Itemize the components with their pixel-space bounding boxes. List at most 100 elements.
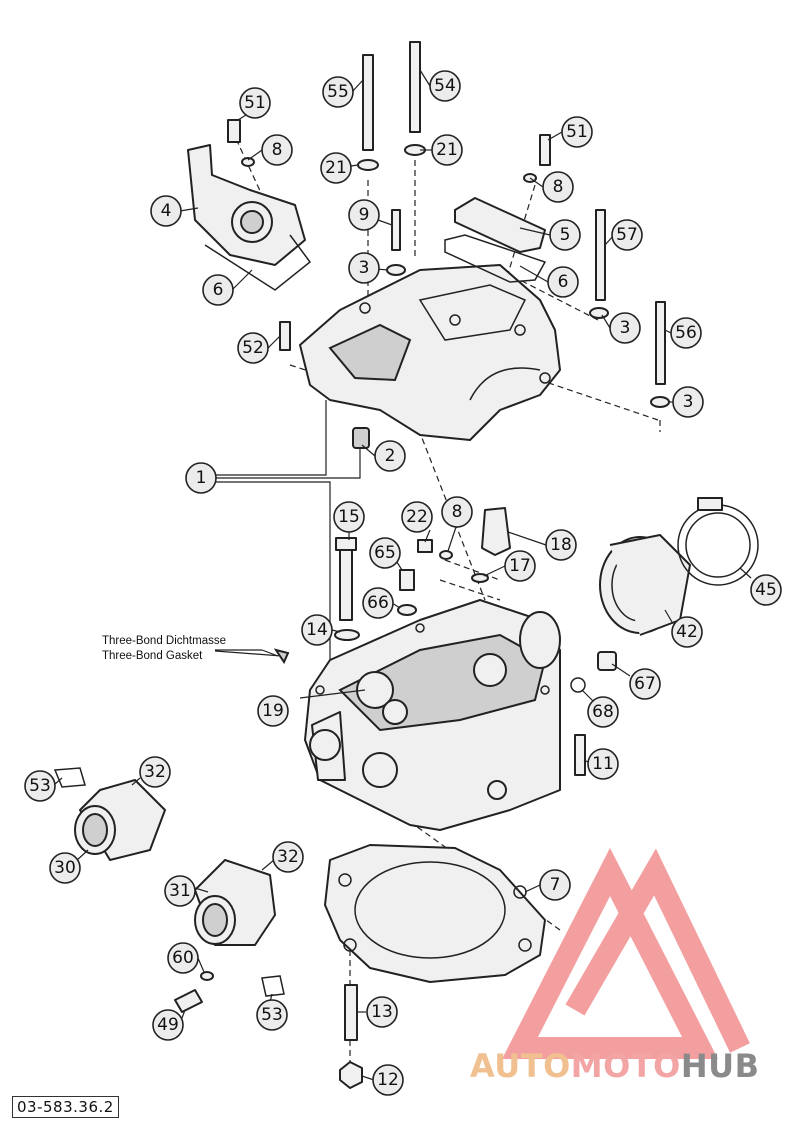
callout-8-a: 8 — [261, 134, 293, 166]
callout-13: 13 — [366, 996, 398, 1028]
callout-17: 17 — [504, 550, 536, 582]
svg-text:30: 30 — [54, 858, 76, 878]
callout-53-b: 53 — [256, 999, 288, 1031]
stud-13 — [339, 984, 363, 1089]
callout-8-b: 8 — [542, 171, 574, 203]
svg-text:15: 15 — [338, 507, 360, 527]
callout-53-a: 53 — [24, 770, 56, 802]
svg-text:53: 53 — [29, 776, 51, 796]
callout-21-b: 21 — [431, 134, 463, 166]
sealant-drop-icon — [273, 648, 290, 665]
svg-text:6: 6 — [213, 280, 224, 300]
thermostat-housing — [187, 144, 312, 291]
note-pointer — [214, 650, 283, 657]
callout-65: 65 — [369, 537, 401, 569]
svg-text:3: 3 — [359, 258, 370, 278]
plug-67 — [570, 651, 617, 693]
svg-text:17: 17 — [509, 556, 531, 576]
svg-text:8: 8 — [452, 502, 463, 522]
callout-68: 68 — [587, 696, 619, 728]
watermark-brand: AUTOMOTOHUB — [470, 1046, 792, 1086]
callout-1: 1 — [185, 462, 217, 494]
svg-text:32: 32 — [144, 762, 166, 782]
callout-3-b: 3 — [609, 312, 641, 344]
svg-text:53: 53 — [261, 1005, 283, 1025]
svg-text:19: 19 — [262, 701, 284, 721]
callout-21-a: 21 — [320, 152, 352, 184]
svg-text:51: 51 — [566, 122, 588, 142]
callout-60: 60 — [167, 942, 199, 974]
svg-text:8: 8 — [272, 140, 283, 160]
exhaust-flange-30 — [53, 767, 166, 861]
callout-30: 30 — [49, 852, 81, 884]
callout-15: 15 — [333, 501, 365, 533]
svg-text:45: 45 — [755, 580, 777, 600]
callout-22: 22 — [401, 501, 433, 533]
callout-52: 52 — [237, 332, 269, 364]
callout-12: 12 — [372, 1064, 404, 1096]
svg-text:68: 68 — [592, 702, 614, 722]
note-line-1: Three-Bond Dichtmasse — [102, 635, 226, 647]
svg-text:18: 18 — [550, 535, 572, 555]
note-line-2: Three-Bond Gasket — [102, 650, 203, 662]
svg-text:51: 51 — [244, 93, 266, 113]
bolt-11 — [574, 734, 586, 776]
callout-55: 55 — [322, 76, 354, 108]
brand-part-moto: MOTO — [570, 1047, 681, 1085]
stud-15 — [334, 537, 360, 641]
brand-part-auto: AUTO — [470, 1047, 571, 1085]
svg-text:2: 2 — [385, 446, 396, 466]
svg-text:32: 32 — [277, 847, 299, 867]
callout-14: 14 — [301, 614, 333, 646]
callout-3-c: 3 — [672, 386, 704, 418]
callout-9: 9 — [348, 199, 380, 231]
callout-19: 19 — [257, 695, 289, 727]
valve-cover — [299, 264, 561, 441]
svg-text:31: 31 — [169, 881, 191, 901]
callout-6-a: 6 — [202, 274, 234, 306]
callout-6-b: 6 — [547, 266, 579, 298]
svg-text:66: 66 — [367, 593, 389, 613]
cylinder-head — [304, 599, 561, 831]
reference-code: 03-583.36.2 — [12, 1096, 119, 1118]
callout-56: 56 — [670, 317, 702, 349]
plug — [352, 427, 370, 449]
callout-54: 54 — [429, 70, 461, 102]
svg-text:7: 7 — [550, 875, 561, 895]
svg-text:4: 4 — [161, 201, 172, 221]
callout-8-c: 8 — [441, 496, 473, 528]
svg-text:11: 11 — [592, 754, 614, 774]
svg-text:3: 3 — [620, 318, 631, 338]
svg-text:52: 52 — [242, 338, 264, 358]
svg-text:67: 67 — [634, 674, 656, 694]
callout-42: 42 — [671, 616, 703, 648]
callout-51-a: 51 — [239, 87, 271, 119]
svg-text:54: 54 — [434, 76, 456, 96]
svg-text:21: 21 — [436, 140, 458, 160]
svg-text:22: 22 — [406, 507, 428, 527]
callout-32-a: 32 — [139, 756, 171, 788]
svg-text:57: 57 — [616, 225, 638, 245]
svg-text:21: 21 — [325, 158, 347, 178]
svg-text:12: 12 — [377, 1070, 399, 1090]
callout-5: 5 — [549, 219, 581, 251]
callout-4: 4 — [150, 195, 182, 227]
svg-text:13: 13 — [371, 1002, 393, 1022]
callout-2: 2 — [374, 440, 406, 472]
callout-57: 57 — [611, 219, 643, 251]
svg-text:65: 65 — [374, 543, 396, 563]
svg-text:9: 9 — [359, 205, 370, 225]
callout-66: 66 — [362, 587, 394, 619]
svg-text:14: 14 — [306, 620, 328, 640]
spark-plug-tube — [481, 507, 511, 556]
callout-3-a: 3 — [348, 252, 380, 284]
svg-text:42: 42 — [676, 622, 698, 642]
intake-boot — [599, 497, 759, 636]
small-fittings — [397, 539, 489, 616]
callout-11: 11 — [587, 748, 619, 780]
callout-67: 67 — [629, 668, 661, 700]
callout-45: 45 — [750, 574, 782, 606]
triangle-m-logo — [502, 847, 750, 1059]
svg-text:56: 56 — [675, 323, 697, 343]
